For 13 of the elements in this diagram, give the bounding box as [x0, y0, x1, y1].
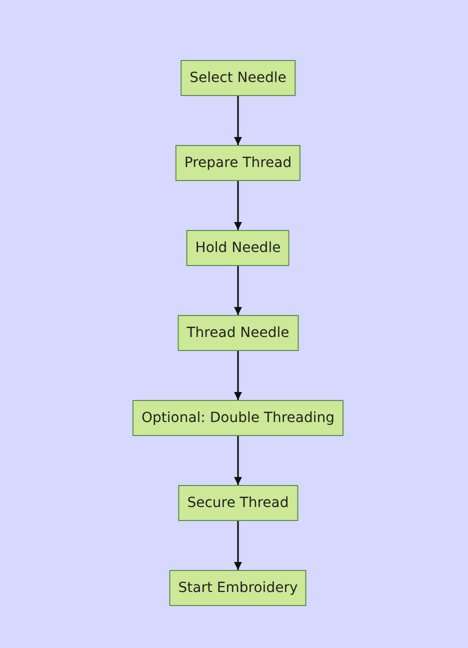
- arrow: [234, 266, 242, 315]
- process-box: Thread Needle: [178, 315, 298, 351]
- process-box: Secure Thread: [178, 485, 298, 521]
- arrow: [234, 351, 242, 400]
- arrow: [234, 436, 242, 485]
- process-box: Prepare Thread: [175, 145, 301, 181]
- arrow: [234, 521, 242, 570]
- process-box: Start Embroidery: [169, 570, 307, 606]
- arrow: [234, 181, 242, 230]
- arrow: [234, 96, 242, 145]
- process-box: Select Needle: [180, 60, 296, 96]
- process-box: Hold Needle: [186, 230, 290, 266]
- process-box: Optional: Double Threading: [132, 400, 344, 436]
